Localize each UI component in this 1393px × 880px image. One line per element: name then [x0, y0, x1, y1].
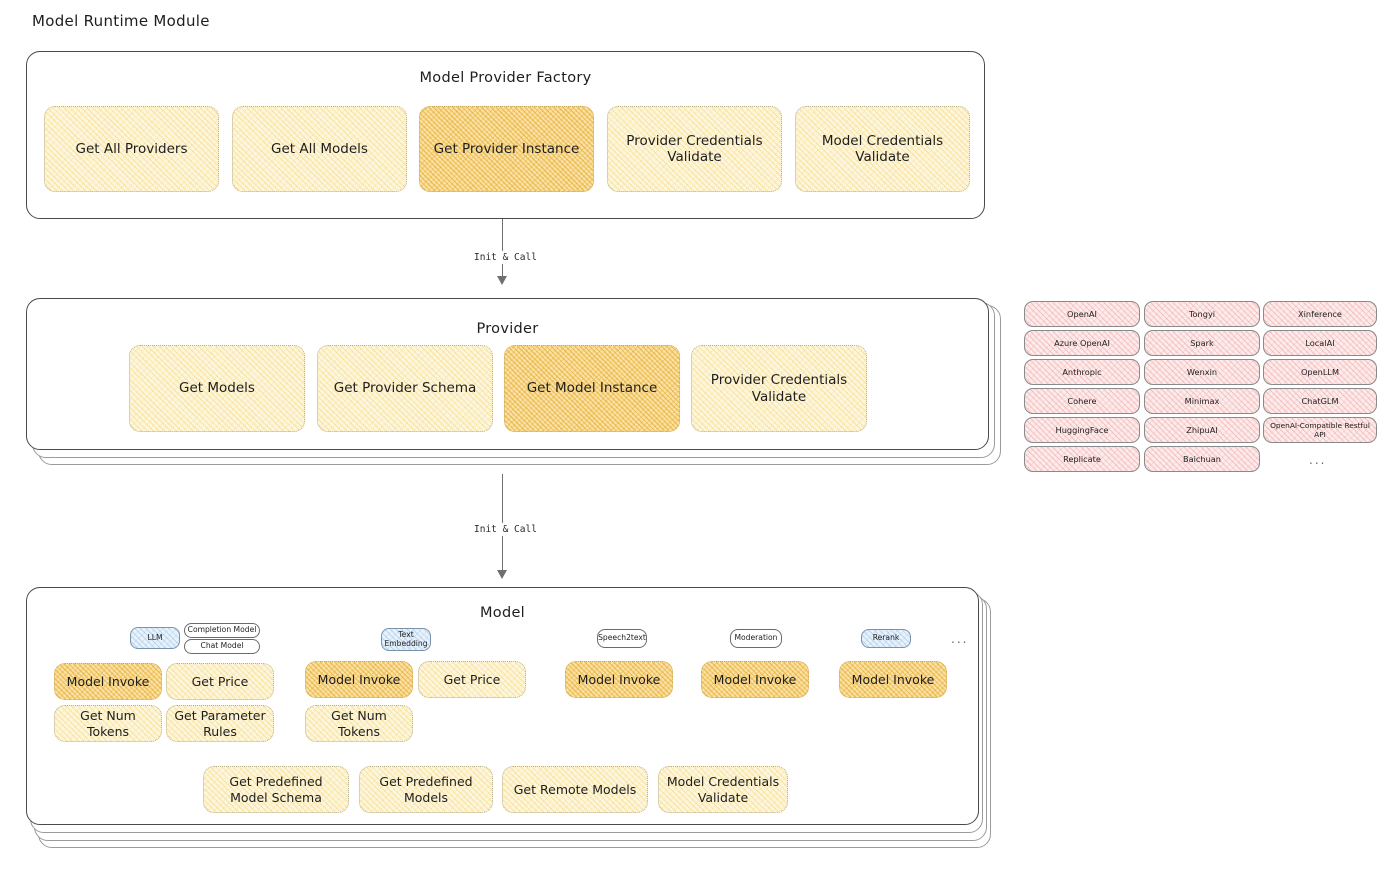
- provider-title: Provider: [476, 321, 539, 337]
- model-type-badge-moderation[interactable]: Moderation: [730, 629, 782, 648]
- node-text-embedding-model-invoke[interactable]: Model Invoke: [305, 661, 413, 698]
- provider-chip-openai-compatible-restful-api[interactable]: OpenAI-Compatible Restful API: [1263, 417, 1377, 443]
- page-title: Model Runtime Module: [32, 12, 210, 30]
- node-rerank-model-invoke[interactable]: Model Invoke: [839, 661, 947, 698]
- arrow-factory-to-provider-line: [502, 219, 503, 278]
- model-title: Model: [479, 605, 526, 621]
- node-speech2text-model-invoke[interactable]: Model Invoke: [565, 661, 673, 698]
- provider-chip-openllm[interactable]: OpenLLM: [1263, 359, 1377, 385]
- arrow-label-init-call-1: Init & Call: [470, 251, 541, 264]
- node-get-provider-instance[interactable]: Get Provider Instance: [419, 106, 594, 192]
- node-llm-get-parameter-rules[interactable]: Get Parameter Rules: [166, 705, 274, 742]
- node-llm-model-invoke[interactable]: Model Invoke: [54, 663, 162, 700]
- node-model-credentials-validate-2[interactable]: Model Credentials Validate: [658, 766, 788, 813]
- node-get-all-providers[interactable]: Get All Providers: [44, 106, 219, 192]
- node-moderation-model-invoke[interactable]: Model Invoke: [701, 661, 809, 698]
- provider-chip-chatglm[interactable]: ChatGLM: [1263, 388, 1377, 414]
- node-provider-credentials-validate[interactable]: Provider Credentials Validate: [607, 106, 782, 192]
- node-llm-get-num-tokens[interactable]: Get Num Tokens: [54, 705, 162, 742]
- node-get-predefined-model-schema[interactable]: Get Predefined Model Schema: [203, 766, 349, 813]
- provider-chip-anthropic[interactable]: Anthropic: [1024, 359, 1140, 385]
- provider-chip-azure-openai[interactable]: Azure OpenAI: [1024, 330, 1140, 356]
- arrow-factory-to-provider-head: [497, 276, 507, 285]
- model-type-badge-text-embedding[interactable]: Text Embedding: [381, 628, 431, 651]
- node-get-provider-schema[interactable]: Get Provider Schema: [317, 345, 493, 432]
- node-llm-get-price[interactable]: Get Price: [166, 663, 274, 700]
- provider-chip-baichuan[interactable]: Baichuan: [1144, 446, 1260, 472]
- provider-chip-localai[interactable]: LocalAI: [1263, 330, 1377, 356]
- node-get-remote-models[interactable]: Get Remote Models: [502, 766, 648, 813]
- node-text-embedding-get-num-tokens[interactable]: Get Num Tokens: [305, 705, 413, 742]
- node-model-credentials-validate[interactable]: Model Credentials Validate: [795, 106, 970, 192]
- model-type-badge-llm[interactable]: LLM: [130, 627, 180, 649]
- provider-chip-tongyi[interactable]: Tongyi: [1144, 301, 1260, 327]
- provider-chip-spark[interactable]: Spark: [1144, 330, 1260, 356]
- node-get-predefined-models[interactable]: Get Predefined Models: [359, 766, 493, 813]
- model-type-badge-speech2text[interactable]: Speech2text: [597, 629, 647, 648]
- provider-list-more-ellipsis: ...: [1309, 453, 1327, 467]
- model-type-badge-rerank[interactable]: Rerank: [861, 629, 911, 648]
- arrow-label-init-call-2: Init & Call: [470, 523, 541, 536]
- model-subtype-badge-chat-model[interactable]: Chat Model: [184, 639, 260, 654]
- node-get-models[interactable]: Get Models: [129, 345, 305, 432]
- provider-chip-openai[interactable]: OpenAI: [1024, 301, 1140, 327]
- provider-chip-minimax[interactable]: Minimax: [1144, 388, 1260, 414]
- model-subtype-badge-completion-model[interactable]: Completion Model: [184, 623, 260, 638]
- node-provider-credentials-validate-2[interactable]: Provider Credentials Validate: [691, 345, 867, 432]
- model-provider-factory-title: Model Provider Factory: [419, 70, 592, 86]
- provider-chip-zhipuai[interactable]: ZhipuAI: [1144, 417, 1260, 443]
- node-text-embedding-get-price[interactable]: Get Price: [418, 661, 526, 698]
- provider-chip-replicate[interactable]: Replicate: [1024, 446, 1140, 472]
- provider-chip-xinference[interactable]: Xinference: [1263, 301, 1377, 327]
- provider-chip-cohere[interactable]: Cohere: [1024, 388, 1140, 414]
- provider-chip-wenxin[interactable]: Wenxin: [1144, 359, 1260, 385]
- node-get-model-instance[interactable]: Get Model Instance: [504, 345, 680, 432]
- arrow-provider-to-model-head: [497, 570, 507, 579]
- model-types-more-ellipsis: ...: [951, 632, 969, 646]
- provider-chip-huggingface[interactable]: HuggingFace: [1024, 417, 1140, 443]
- node-get-all-models[interactable]: Get All Models: [232, 106, 407, 192]
